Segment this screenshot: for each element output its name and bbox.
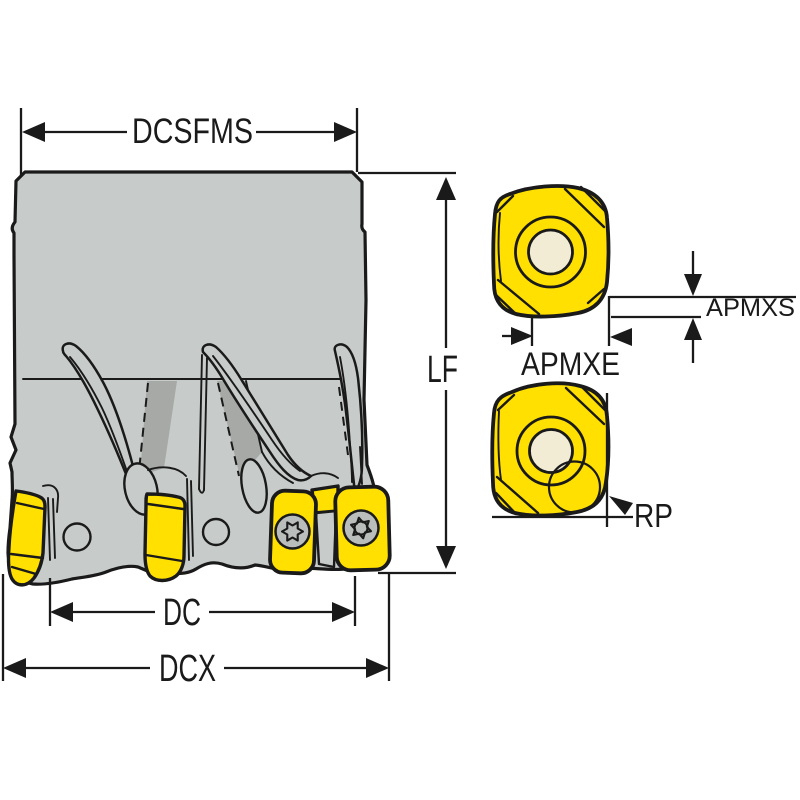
lf-extension-lines (358, 171, 456, 575)
flute-claw-2-accent (212, 355, 301, 472)
edge-insert-1-bend (9, 552, 45, 560)
insert-detail-bottom-edge-line (497, 410, 502, 481)
torx-star-left-icon (280, 521, 305, 542)
dcx-arrow-right-icon (366, 658, 389, 678)
dimension-dcx: DCX (1, 573, 391, 690)
pocket-line-8 (310, 472, 339, 479)
label-dcx: DCX (159, 648, 216, 690)
edge-insert-1 (6, 489, 47, 587)
edge-insert-2 (143, 492, 187, 583)
apmxe-extension-lines (530, 296, 611, 346)
face-insert-right (333, 484, 392, 573)
apmxs-arrow-down-icon (684, 274, 702, 296)
label-lf: LF (427, 349, 458, 391)
flute-claw-3-accent (339, 356, 353, 483)
pocket-line-5 (186, 478, 190, 561)
apmxe-arrow-left-icon (511, 327, 533, 345)
label-rp: RP (634, 497, 673, 534)
hidden-edge-dashed-3 (338, 386, 349, 456)
blade-edge-line-1 (198, 354, 203, 490)
gullet-shade-1 (140, 381, 177, 476)
dc-arrow-left-icon (50, 602, 73, 622)
dimension-apmxe: APMXE (502, 296, 632, 382)
lf-arrow-top-icon (436, 177, 456, 200)
label-dcsfms: DCSFMS (132, 112, 253, 151)
face-insert-left (268, 488, 318, 576)
torx-screw-right-center (353, 520, 369, 536)
dcsfms-arrow-right-icon (334, 122, 357, 142)
blade-edge-line-2 (203, 357, 208, 491)
edge-insert-2-facet (146, 502, 185, 511)
apmxe-arrow-right-icon (610, 328, 632, 346)
apmxs-lines (609, 295, 796, 319)
dc-extension-lines (48, 576, 357, 626)
hidden-edge-dashed-2 (217, 382, 240, 477)
rp-arrow-icon (609, 496, 633, 515)
insert-wedge-gray (314, 509, 338, 569)
label-dc: DC (163, 592, 201, 634)
insert-detail-bottom (490, 381, 611, 518)
insert-detail-bottom-facets (494, 385, 608, 516)
dimension-dcsfms: DCSFMS (19, 108, 359, 177)
dimension-dc: DC (48, 576, 357, 634)
rp-tangent-lines (492, 393, 633, 527)
blade-edge-join (198, 488, 205, 494)
dcx-arrow-left-icon (3, 658, 26, 678)
rp-radius-circle (547, 460, 602, 514)
insert-detail-top (491, 184, 611, 319)
label-apmxe: APMXE (521, 346, 620, 382)
insert-detail-bottom-hole-ring (515, 415, 587, 487)
pocket-line-7 (261, 451, 294, 484)
cutter-body-group (6, 170, 392, 587)
insert-detail-top-hole-ring (514, 215, 587, 289)
edge-insert-1-facet (15, 501, 46, 511)
lf-arrow-bottom-icon (436, 546, 456, 569)
pocket-line-3 (52, 498, 56, 559)
dc-arrow-right-icon (332, 602, 355, 622)
dimension-apmxs: APMXS (609, 251, 796, 363)
edge-insert-2-bend (144, 553, 184, 563)
insert-detail-top-facets (494, 185, 608, 317)
edge-insert-1-body (6, 489, 47, 587)
pocket-line-6 (190, 480, 194, 557)
insert-detail-bottom-hole (528, 428, 574, 474)
apmxs-arrow-up-icon (684, 318, 702, 340)
dcx-extension-lines (1, 573, 391, 681)
pocket-line-4 (147, 466, 187, 477)
coolant-hole-2 (201, 517, 231, 547)
insert-detail-top-hole (527, 228, 574, 276)
label-apmxs: APMXS (706, 294, 795, 322)
edge-insert-1-tip-line (10, 565, 38, 576)
insert-detail-top-edge-line (497, 212, 502, 282)
pocket-ellipse-2 (240, 458, 268, 514)
pocket-line-9 (359, 446, 363, 485)
dimension-rp: RP (492, 393, 673, 534)
dcsfms-arrow-left-icon (22, 122, 45, 142)
pocket-line-1 (42, 484, 60, 513)
dimension-lf: LF (358, 171, 458, 575)
pocket-line-2 (47, 497, 51, 561)
coolant-hole-1 (62, 522, 92, 552)
dcsfms-extension-lines (19, 108, 359, 177)
